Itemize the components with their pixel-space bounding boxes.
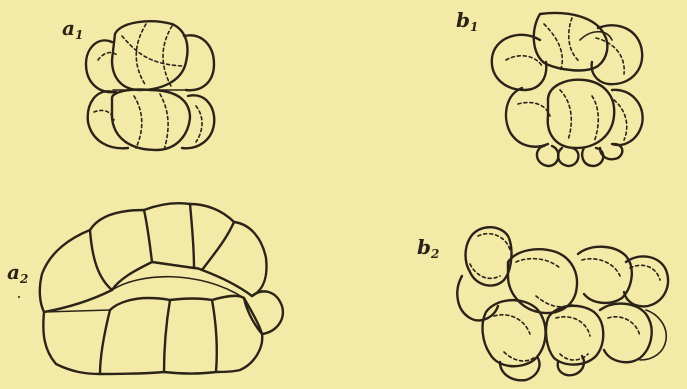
figure-b2-cell-cluster (457, 227, 668, 380)
figure-a2-cell-band (40, 203, 283, 374)
figure-b1-cell-cluster (492, 13, 643, 166)
figure-a1-cell-cluster (86, 21, 214, 150)
